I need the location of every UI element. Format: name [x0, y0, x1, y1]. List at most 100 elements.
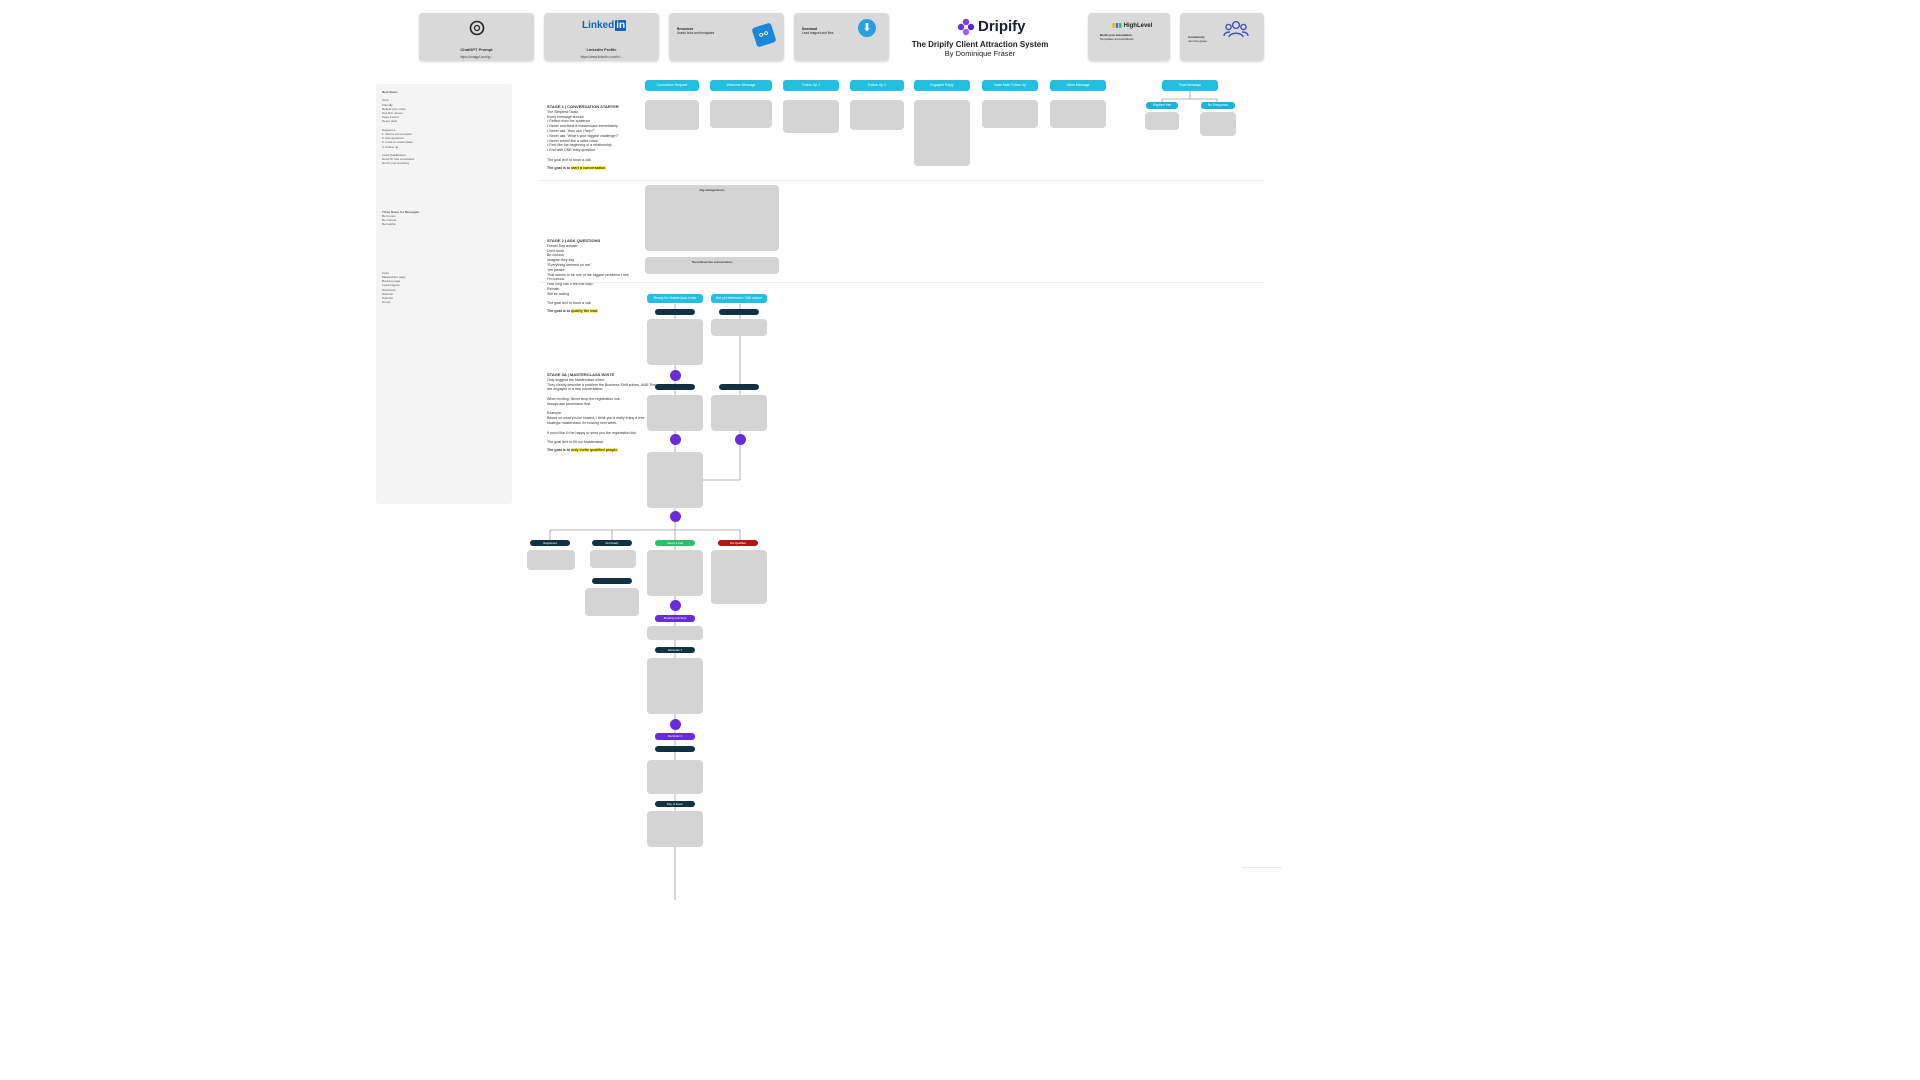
flow-label [592, 578, 632, 584]
flow-label [655, 309, 695, 315]
card-text: https://chatgpt.com/g/... [459, 55, 494, 59]
flow-step-booking-link[interactable]: Booking Link Sent [655, 615, 695, 622]
outcome-message [711, 550, 767, 604]
highlevel-brand: HighLevel [1123, 23, 1153, 29]
flow-step-reminder-2[interactable]: Reminder 2 [655, 733, 695, 740]
stage-line: • Never ask "What's your biggest challen… [547, 133, 619, 138]
stage-heading: STAGE 2 | ASK QUESTIONS [547, 238, 601, 243]
flow-step-reminder-1[interactable]: Reminder 1 [655, 647, 695, 653]
flow-step-voice-note[interactable]: Voice Note Follow Up [982, 80, 1038, 91]
message-template [1200, 112, 1236, 136]
card-title: Download [802, 27, 818, 31]
follow-up-message [711, 395, 767, 431]
download-icon: ⬇ [858, 19, 876, 37]
sidebar-line: Next Steps [382, 90, 398, 94]
stage-line: Yes please [547, 267, 565, 272]
flow-node [735, 434, 746, 445]
sidebar-line: 4. Follow up [382, 144, 399, 149]
sidebar-line: Friendly [382, 102, 393, 107]
flow-label [719, 384, 759, 390]
sidebar-line: Not fit: just browsing [382, 161, 410, 166]
card-chatgpt[interactable]: ChatGPT Prompt https://chatgpt.com/g/... [419, 13, 534, 61]
invite-details-message [647, 452, 703, 508]
flow-branch-replied-yes[interactable]: Replied Yes [1146, 102, 1178, 109]
flow-step-ready-masterclass[interactable]: Ready for Masterclass Invite [647, 294, 703, 303]
flow-node [670, 370, 681, 381]
flow-step-day-of-event[interactable]: Day of Event [655, 801, 695, 807]
card-title: ChatGPT Prompt [460, 47, 493, 52]
card-highlevel[interactable]: ▮▮▮ HighLevel Build your automation Temp… [1088, 13, 1170, 61]
flow-step-engaged-reply[interactable]: Engaged Reply [914, 80, 970, 91]
stage-heading: STAGE 3A | MASTERCLASS INVITE [547, 372, 615, 377]
stage-line: "Everything seemed on me" [547, 262, 592, 267]
outcome-not-qualified[interactable]: Not Qualified [718, 540, 758, 546]
card-title: Community [1188, 35, 1205, 39]
flow-branch-no-response[interactable]: No Response [1201, 102, 1235, 109]
sidebar-line: Lead Qualification [382, 153, 407, 158]
sidebar-line: Sequence [382, 127, 396, 132]
sidebar-line: Group [382, 300, 391, 305]
outcome-registered[interactable]: Registered [530, 540, 570, 546]
sidebar-line: Tone [382, 98, 389, 103]
sidebar-line: 1. Start a conversation [382, 132, 413, 137]
sidebar-line: Be human [382, 214, 396, 219]
flow-step-follow-up-1[interactable]: Follow Up 1 [783, 80, 839, 91]
stage-line: Remain [547, 286, 560, 291]
card-title: LinkedIn Profile [586, 47, 617, 52]
stage-line: Still be asking [547, 291, 570, 296]
event-message [647, 811, 703, 847]
card-resources[interactable]: ⚯ Resources Useful links and templates [669, 13, 784, 61]
outcome-message [585, 588, 639, 616]
booking-message [647, 626, 703, 640]
stage-line: They clearly describe a problem the Busi… [547, 382, 658, 392]
sidebar-line: Masterclass page [382, 275, 406, 280]
stage-line: Based on what you've shared, I think you… [547, 416, 645, 425]
message-template [850, 100, 904, 130]
linkedin-brand-suffix: in [615, 20, 627, 31]
stage-line: I'm curious [547, 277, 565, 282]
stage-line: The goal isn't to fill our Masterclass. [547, 440, 605, 445]
sidebar-line: Reflect your voice [382, 106, 406, 111]
outcome-not-ready[interactable]: Not Ready [592, 540, 632, 546]
flow-step-not-yet-interested[interactable]: Not yet interested / Still unsure [711, 294, 767, 303]
flow-step-follow-up-2[interactable]: Follow Up 2 [850, 80, 904, 91]
stage-goal: The goal is to [547, 165, 572, 170]
flow-step-value-message[interactable]: Value Message [1050, 80, 1106, 91]
stage-line: • Feel like the beginning of a relations… [547, 143, 612, 148]
flow-step-welcome-message[interactable]: Welcome Message [710, 80, 772, 91]
page-title: The Dripify Client Attraction System [911, 40, 1049, 49]
stage-line: When inviting: Never drop the registrati… [547, 396, 621, 401]
reset-conversation-box: Then Reset the conversation [645, 257, 779, 274]
sidebar-line: Keep it short [382, 115, 399, 120]
flow-step-final-message[interactable]: Final Message [1162, 80, 1218, 91]
stage-1: STAGE 1 | CONVERSATION STARTER The Simpl… [547, 104, 667, 170]
stage-goal: The goal is to [547, 447, 572, 452]
linkedin-brand: Linked [582, 20, 615, 31]
sidebar-line: Booking page [382, 279, 401, 284]
stage-divider [540, 180, 1265, 181]
dripify-logo-icon [957, 18, 975, 36]
sidebar-line: Never pitch [382, 119, 398, 124]
card-community[interactable]: Community Join the group [1180, 13, 1264, 61]
reminder-message [647, 760, 703, 794]
question-list-box: Dig ad Ingestions [645, 185, 779, 251]
flow-step-connection-request[interactable]: Connection Request [645, 80, 699, 91]
flow-label [719, 309, 759, 315]
card-text: Join the group [1188, 39, 1208, 44]
message-template [783, 100, 839, 133]
card-text: https://www.linkedin.com/in/... [580, 55, 623, 59]
stage-line: How long has it felt that way? [547, 282, 594, 287]
highlevel-logo-icon: ▮▮▮ HighLevel [1112, 23, 1153, 29]
stage-line: Only suggest the Masterclass when: [547, 377, 605, 382]
stage-line: If you'd like I'd be happy to send you t… [547, 430, 638, 435]
message-template [914, 100, 970, 166]
flow-node [670, 511, 681, 522]
message-template [645, 100, 699, 130]
outcome-wants-call[interactable]: Wants a Call [655, 540, 695, 546]
question-box-title: Dig ad Ingestions [699, 188, 725, 192]
card-download[interactable]: ⬇ Download Lead magnet and files [794, 13, 889, 61]
stage-goal-highlight: start a conversation. [571, 165, 607, 170]
sidebar-line: Links [382, 270, 390, 275]
stage-line: The goal isn't to book a call. [547, 157, 592, 162]
